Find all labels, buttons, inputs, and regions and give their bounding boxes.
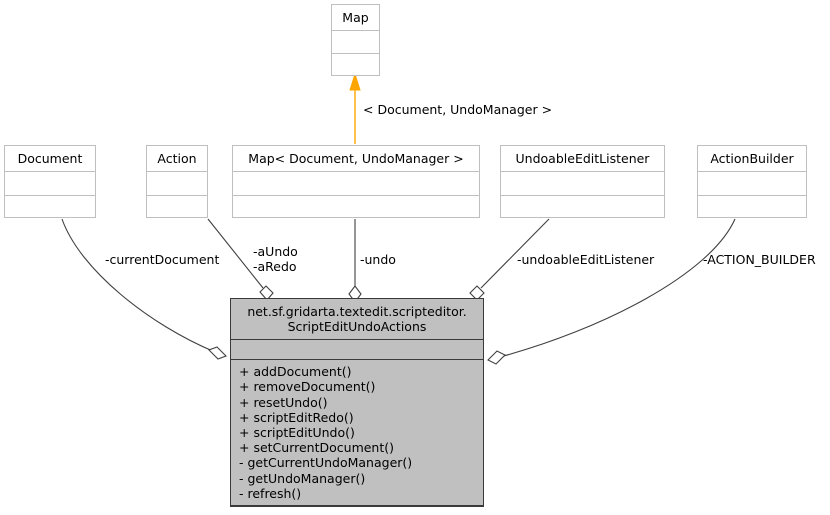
edge-current-document <box>61 218 227 360</box>
class-member: - getCurrentUndoManager() <box>239 455 413 471</box>
class-attributes-undoable-edit-listener <box>501 172 664 196</box>
class-name-line2: ScriptEditUndoActions <box>287 319 427 334</box>
class-box-map-generic[interactable]: Map< Document, UndoManager > <box>232 145 480 218</box>
edge-label-action-builder: -ACTION_BUILDER <box>703 252 816 267</box>
class-member: - refresh() <box>239 485 302 501</box>
class-member: + setCurrentDocument() <box>239 440 395 456</box>
edge-label-undoable-edit-listener: -undoableEditListener <box>517 252 655 267</box>
class-member: + addDocument() <box>239 364 352 380</box>
class-attributes-action-builder <box>698 172 806 196</box>
class-attributes-script-edit-undo-actions <box>231 340 483 361</box>
class-box-action-builder[interactable]: ActionBuilder <box>697 145 807 218</box>
class-member: + scriptEditRedo() <box>239 409 354 425</box>
class-name-action: Action <box>147 146 207 172</box>
class-attributes-map <box>332 31 379 54</box>
class-member: + scriptEditUndo() <box>239 424 355 440</box>
class-attributes-action <box>147 172 207 196</box>
class-methods-action <box>147 196 207 217</box>
class-methods-script-edit-undo-actions: + addDocument()+ removeDocument()+ reset… <box>231 360 483 506</box>
class-member: - getUndoManager() <box>239 470 366 486</box>
class-name-document: Document <box>5 146 95 172</box>
class-methods-action-builder <box>698 196 806 217</box>
class-methods-undoable-edit-listener <box>501 196 664 217</box>
edge-label-aredo: -aRedo <box>253 259 297 274</box>
class-name-line1: net.sf.gridarta.textedit.scripteditor. <box>247 304 467 319</box>
edge-label-undo: -undo <box>360 252 396 267</box>
class-box-map[interactable]: Map <box>331 4 380 76</box>
edge-action-builder <box>487 218 736 365</box>
edge-generalization-map <box>349 72 361 144</box>
generalization-binding-label: < Document, UndoManager > <box>363 102 553 117</box>
class-methods-map <box>332 54 379 75</box>
edge-label-aundo: -aUndo <box>253 244 298 259</box>
class-name-script-edit-undo-actions: net.sf.gridarta.textedit.scripteditor. S… <box>231 299 483 340</box>
class-attributes-document <box>5 172 95 196</box>
class-methods-map-generic <box>233 196 479 217</box>
class-member: + resetUndo() <box>239 394 328 410</box>
class-box-script-edit-undo-actions[interactable]: net.sf.gridarta.textedit.scripteditor. S… <box>230 298 484 507</box>
class-member: + removeDocument() <box>239 379 376 395</box>
class-attributes-map-generic <box>233 172 479 196</box>
edge-label-current-document: -currentDocument <box>105 252 220 267</box>
class-box-undoable-edit-listener[interactable]: UndoableEditListener <box>500 145 665 218</box>
class-box-document[interactable]: Document <box>4 145 96 218</box>
class-name-map-generic: Map< Document, UndoManager > <box>233 146 479 172</box>
class-name-undoable-edit-listener: UndoableEditListener <box>501 146 664 172</box>
class-name-action-builder: ActionBuilder <box>698 146 806 172</box>
class-box-action[interactable]: Action <box>146 145 208 218</box>
class-methods-document <box>5 196 95 217</box>
class-name-map: Map <box>332 5 379 31</box>
